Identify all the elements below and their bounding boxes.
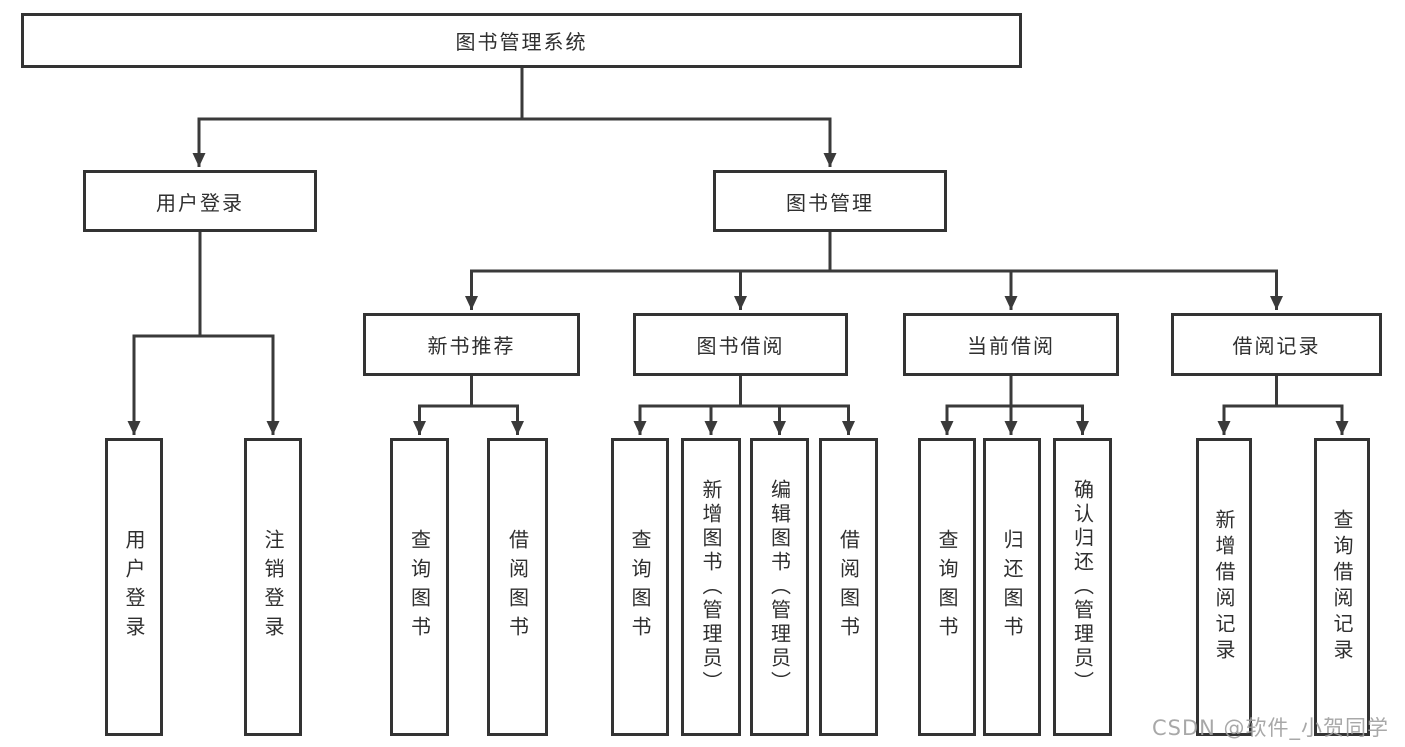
node-leaf-add-borrow-record: 新增借阅记录 [1196,438,1252,736]
node-label: 编辑图书（管理员） [767,479,792,695]
node-new-book-recommend: 新书推荐 [363,313,580,376]
node-borrowing-records: 借阅记录 [1171,313,1382,376]
csdn-watermark: CSDN @软件_小贺同学 [1152,716,1390,740]
node-label: 图书管理 [786,190,874,215]
node-label: 图书借阅 [696,334,785,358]
node-leaf-borrow-books-1: 借阅图书 [487,438,548,736]
node-leaf-return-books: 归还图书 [983,438,1041,736]
connector-borrowing-records-to-leaves [1217,374,1349,435]
node-leaf-query-books-3: 查询图书 [918,438,976,736]
connector-book-management-to-level3 [465,230,1283,310]
node-label: 新增借阅记录 [1212,509,1236,665]
node-label: 确认归还（管理员） [1070,479,1095,695]
node-label: 当前借阅 [967,334,1055,358]
node-leaf-logout: 注销登录 [244,438,302,736]
node-label: 新增图书（管理员） [699,479,723,695]
node-library-management-system: 图书管理系统 [21,13,1022,68]
node-label: 查询借阅记录 [1330,509,1354,665]
connector-root-to-level2 [192,66,837,167]
node-label: 注销登录 [261,529,285,645]
node-leaf-query-books-2: 查询图书 [611,438,669,736]
node-label: 借阅记录 [1232,334,1321,358]
node-label: 新书推荐 [427,334,516,358]
node-label: 图书管理系统 [455,30,588,54]
node-leaf-confirm-return-admin: 确认归还（管理员） [1053,438,1112,736]
node-label: 归还图书 [1000,529,1024,645]
connector-current-borrowing-to-leaves [940,374,1089,435]
node-user-login: 用户登录 [83,170,317,232]
node-leaf-user-login: 用户登录 [105,438,163,736]
node-leaf-query-books-1: 查询图书 [390,438,449,736]
node-label: 借阅图书 [836,529,861,645]
node-label: 借阅图书 [505,529,530,645]
connector-user-login-to-leaves [127,231,280,435]
node-current-borrowing: 当前借阅 [903,313,1119,376]
connector-book-borrowing-to-leaves [633,374,855,435]
node-book-borrowing: 图书借阅 [633,313,848,376]
node-leaf-add-books-admin: 新增图书（管理员） [681,438,741,736]
connector-new-book-recommend-to-leaves [413,374,524,435]
node-label: 查询图书 [935,529,959,645]
node-leaf-borrow-books-2: 借阅图书 [819,438,878,736]
node-leaf-edit-books-admin: 编辑图书（管理员） [750,438,809,736]
node-book-management: 图书管理 [713,170,947,232]
node-leaf-query-borrow-record: 查询借阅记录 [1314,438,1370,736]
node-label: 用户登录 [122,529,146,645]
node-label: 查询图书 [628,529,652,645]
node-label: 查询图书 [407,529,432,645]
node-label: 用户登录 [156,190,244,215]
